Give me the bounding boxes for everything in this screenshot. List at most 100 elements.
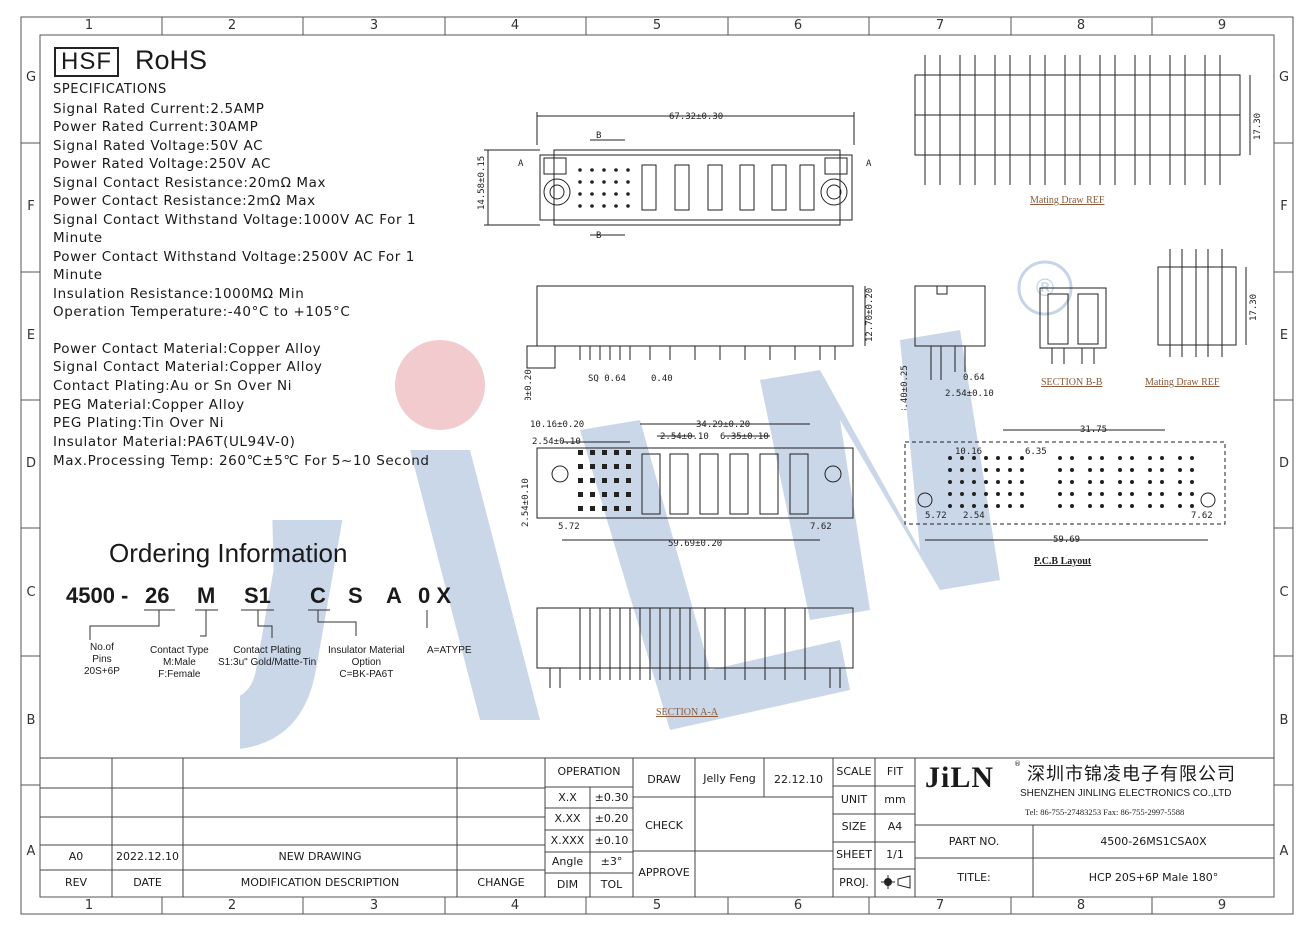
material-line: PEG Material:Copper Alloy [53,397,245,413]
pcb-hole [1160,468,1164,472]
pcb-hole [1118,492,1122,496]
dim-0-40: 0.40 [651,374,673,384]
section-bb-title: SECTION B-B [1041,377,1103,388]
grid-col-label: 9 [1217,898,1227,913]
approve-label: APPROVE [638,866,690,879]
pcb-hole [1008,504,1012,508]
section-b-mark-top: B [596,131,601,141]
pcb-hole [996,468,1000,472]
pcb-hole [1118,468,1122,472]
order-code-type: M [197,583,216,608]
side-view-drawing: 3.40±0.25 0.64 2.54±0.10 [900,285,994,410]
dim-label: DIM [556,878,579,891]
bottom-view-drawing: 34.29±0.20 10.16±0.20 2.54±0.10 2.54±0.1… [521,420,854,549]
pcb-hole [1088,492,1092,496]
grid-col-label: 9 [1217,18,1227,33]
grid-col-label: 2 [227,898,237,913]
sheet-label: SHEET [836,848,872,861]
rohs-label: RoHS [135,45,208,75]
tol-dim-xx: X.X [558,791,577,804]
spec-line: Power Rated Voltage:250V AC [53,156,272,172]
pcb-hole [1130,468,1134,472]
material-line: Insulator Material:PA6T(UL94V-0) [53,434,296,450]
order-code-insulator: C [310,583,326,608]
pcb-hole [1160,492,1164,496]
pcb-hole [1020,480,1024,484]
pcb-hole [996,504,1000,508]
pcb-hole [984,492,988,496]
pcb-hole [1088,468,1092,472]
pcb-hole [1008,468,1012,472]
specs-heading: SPECIFICATIONS [53,82,167,97]
pcb-hole [996,480,1000,484]
pcb-hole [984,480,988,484]
pcb-hole [1008,456,1012,460]
drawer-name: Jelly Feng [703,772,756,785]
company-registered-mark: ® [1014,760,1021,768]
grid-row-label: C [26,585,36,600]
pcb-hole [1020,492,1024,496]
title-label: TITLE: [957,871,991,884]
order-note-insulator: Insulator Material Option C=BK-PA6T [328,645,405,680]
grid-row-label: E [26,328,36,343]
order-code-pins: 26 [145,583,170,608]
section-aa-drawing [536,607,854,688]
spec-line: Power Rated Current:30AMP [53,119,259,135]
grid-row-label: C [1279,585,1289,600]
dim-17-30-side: 17.30 [1249,294,1259,321]
dim-14-58: 14.58±0.15 [477,156,487,210]
pcb-hole [1058,504,1062,508]
pcb-hole [1148,504,1152,508]
ordering-leader-lines [89,609,428,640]
proj-label: PROJ. [839,876,869,889]
pcb-hole [1118,456,1122,460]
grid-col-label: 4 [510,898,520,913]
pcb-hole [1020,468,1024,472]
draw-label: DRAW [647,773,681,786]
pcb-hole [1100,492,1104,496]
order-code-atype: A [386,583,402,608]
pcb-dim-5-72: 5.72 [925,511,947,521]
rev-desc-value: NEW DRAWING [278,850,362,863]
pcb-hole [1008,480,1012,484]
tol-val-xxx: ±0.20 [594,812,629,825]
pcb-hole [996,456,1000,460]
tol-val-xx: ±0.30 [594,791,629,804]
pcb-hole [1070,504,1074,508]
pcb-hole [948,504,952,508]
pcb-hole [1148,468,1152,472]
tol-dim-xxx: X.XX [554,812,581,825]
section-b-mark-bottom: B [596,231,601,241]
dim-17-30-top: 17.30 [1253,113,1263,140]
dim-2-54-v: 2.54±0.10 [521,478,531,527]
pcb-layout-drawing: 31.75 10.16 6.35 5.72 2.54 7.62 59.69 [904,425,1226,545]
grid-row-label: A [26,844,36,859]
spec-line: Signal Contact Resistance:20mΩ Max [53,175,327,191]
pcb-hole [1118,480,1122,484]
pcb-hole [1130,492,1134,496]
mating-ref-side-drawing: 17.30 [1157,249,1259,357]
material-line: PEG Plating:Tin Over Ni [53,415,225,431]
pcb-hole [1070,480,1074,484]
dim-4-70: 4.70±0.20 [524,369,534,400]
grid-row-label: D [1278,456,1289,471]
pcb-hole [948,480,952,484]
order-code-series: 4500 - [66,583,129,608]
grid-col-label: 1 [84,18,94,33]
top-view-drawing: 67.32±0.30 14.58±0.15 B B A A [477,112,872,241]
change-header: CHANGE [477,876,525,889]
grid-row-label: B [1279,713,1289,728]
pcb-hole [1178,456,1182,460]
grid-col-label: 8 [1076,18,1086,33]
pcb-hole [1148,492,1152,496]
pcb-hole [1148,456,1152,460]
rev-date-value: 2022.12.10 [116,850,179,863]
dim-12-70: 12.70±0.20 [865,288,875,342]
pcb-hole [1070,456,1074,460]
rev-value: A0 [68,850,84,863]
unit-label: UNIT [840,793,868,806]
material-line: Power Contact Material:Copper Alloy [53,341,322,357]
pcb-hole [1160,480,1164,484]
company-name-cn: 深圳市锦凌电子有限公司 [1027,764,1236,785]
tol-dim-angle: Angle [551,855,584,868]
